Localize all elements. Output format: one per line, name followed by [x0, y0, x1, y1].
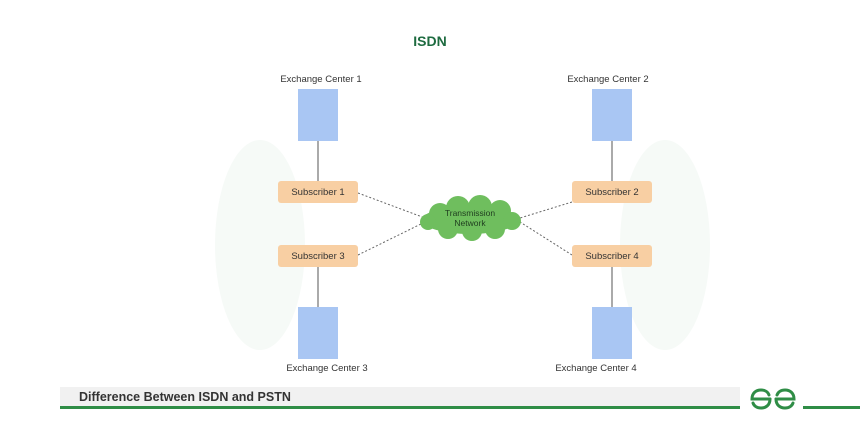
exchange-center-1-box [298, 89, 338, 141]
subscriber-1-box: Subscriber 1 [278, 181, 358, 203]
footer-underline [60, 406, 740, 409]
subscriber-4-box: Subscriber 4 [572, 245, 652, 267]
footer-underline-right [803, 406, 860, 409]
exchange-center-2-label: Exchange Center 2 [567, 74, 649, 85]
footer-bar [60, 387, 740, 407]
exchange-center-4-box [592, 307, 632, 359]
dash-sub3-network [357, 221, 426, 256]
exchange-center-2-box [592, 89, 632, 141]
dash-sub2-network [519, 201, 573, 219]
exchange-center-4-label: Exchange Center 4 [555, 363, 637, 374]
transmission-network-cloud [420, 195, 521, 241]
subscriber-3-box: Subscriber 3 [278, 245, 358, 267]
network-label-line2: Network [454, 218, 486, 228]
exchange-center-1-label: Exchange Center 1 [280, 74, 362, 85]
diagram-title: ISDN [413, 33, 447, 49]
exchange-center-3-label: Exchange Center 3 [286, 363, 368, 374]
transmission-network-label: Transmission Network [425, 208, 515, 228]
exchange-center-3-box [298, 307, 338, 359]
network-label-line1: Transmission [444, 208, 496, 218]
dash-sub4-network [519, 221, 573, 256]
footer-link[interactable]: Difference Between ISDN and PSTN [79, 390, 291, 404]
gfg-logo-icon[interactable] [748, 386, 798, 412]
dash-sub1-network [357, 192, 426, 219]
subscriber-2-box: Subscriber 2 [572, 181, 652, 203]
